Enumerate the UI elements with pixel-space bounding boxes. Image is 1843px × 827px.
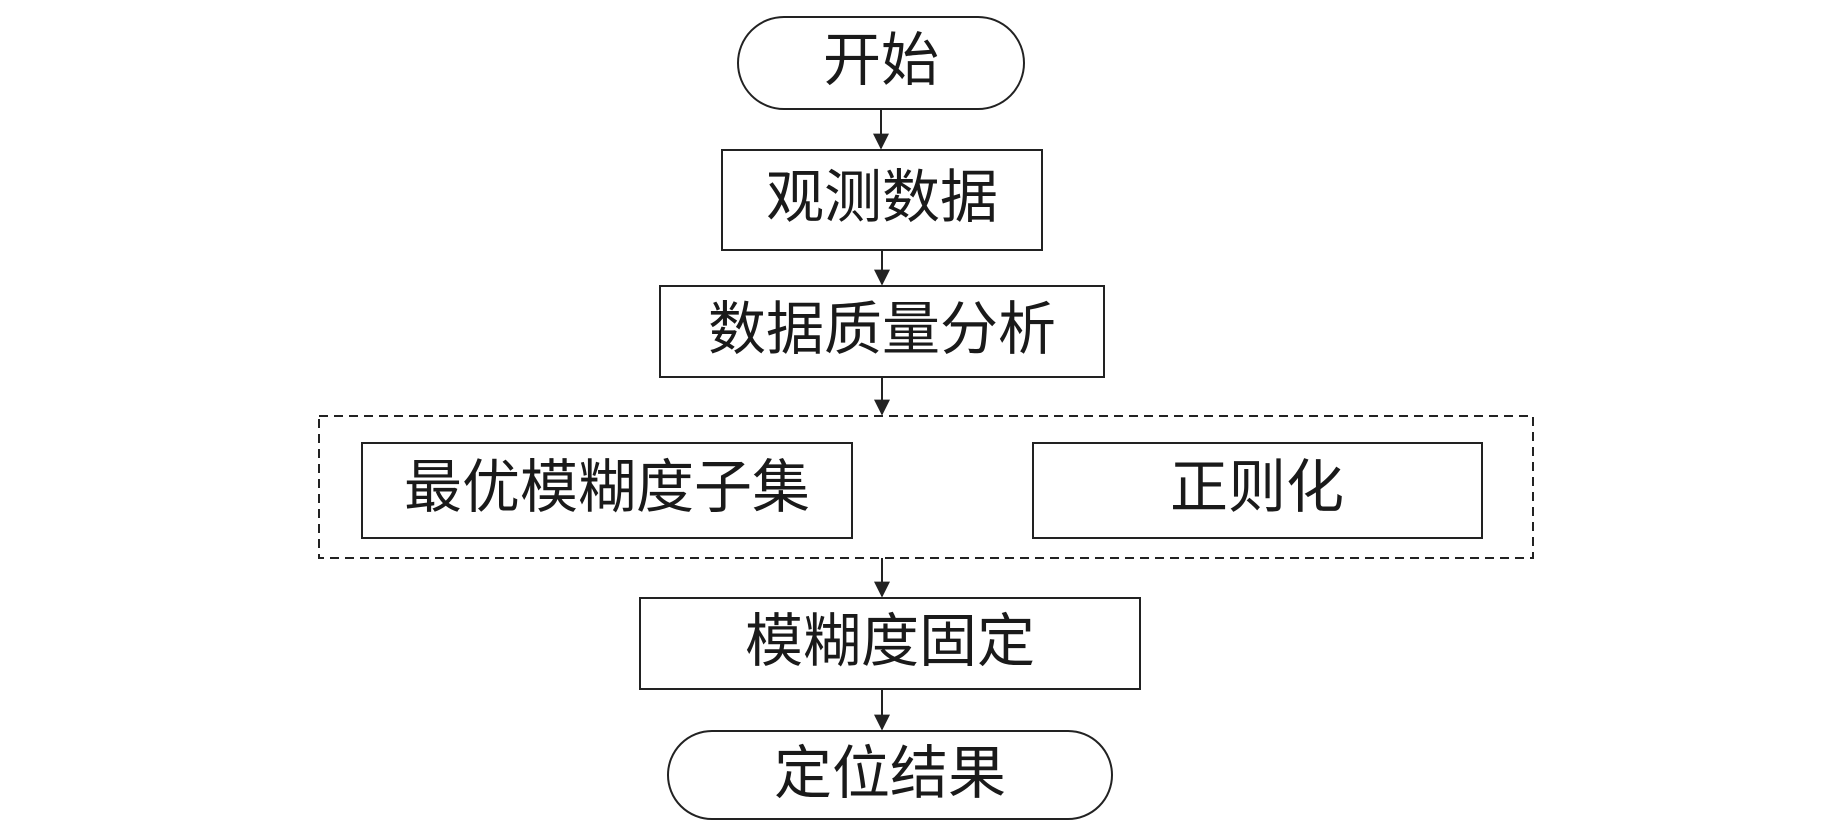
result-label: 定位结果: [774, 739, 1006, 807]
start-label: 开始: [823, 26, 939, 94]
quality-label: 数据质量分析: [708, 295, 1056, 363]
fixing-label: 模糊度固定: [745, 607, 1035, 675]
observation-node: 观测数据: [721, 149, 1043, 251]
fixing-node: 模糊度固定: [639, 597, 1141, 690]
subset-node: 最优模糊度子集: [361, 442, 853, 539]
result-node: 定位结果: [667, 730, 1113, 820]
method-group-box: [318, 415, 1534, 559]
quality-node: 数据质量分析: [659, 285, 1105, 378]
regularization-node: 正则化: [1032, 442, 1483, 539]
observation-label: 观测数据: [766, 163, 998, 231]
subset-label: 最优模糊度子集: [404, 453, 810, 521]
regularization-label: 正则化: [1170, 453, 1344, 521]
start-node: 开始: [737, 16, 1025, 110]
